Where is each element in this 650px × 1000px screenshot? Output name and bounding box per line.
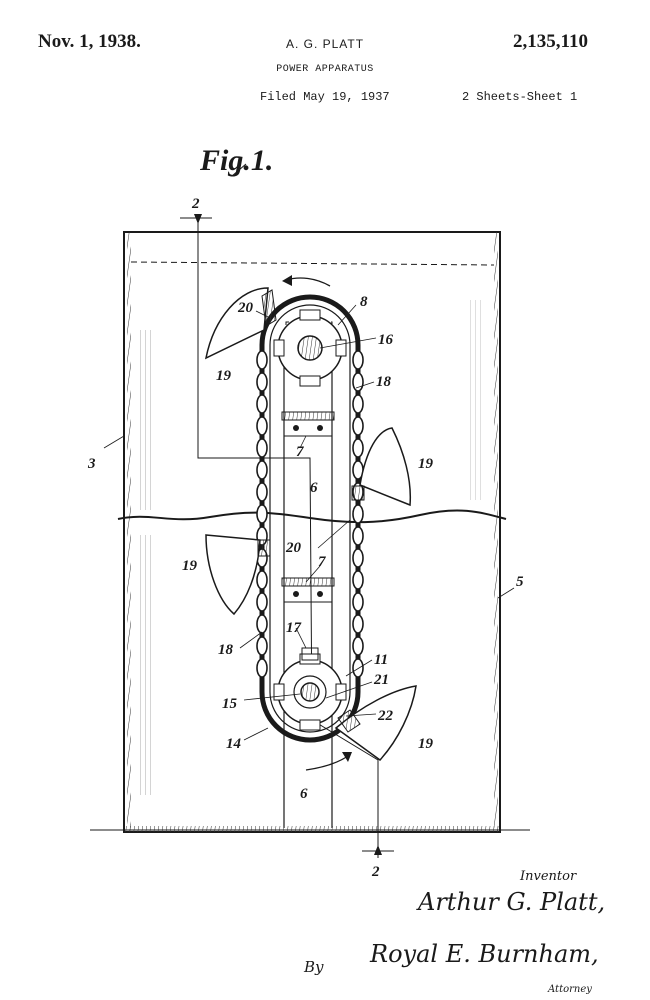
shading-left-upper	[138, 330, 152, 510]
bottom-shaft	[301, 683, 319, 701]
paddle-left-lower-mount	[258, 540, 270, 556]
paddle-right-upper-mount	[352, 486, 364, 500]
arrow-bottom-curve	[306, 756, 348, 770]
chain-link	[257, 659, 267, 677]
section-arrow-top	[194, 214, 202, 224]
crossbar-upper	[282, 412, 334, 420]
inventor-caption: Inventor	[519, 869, 577, 884]
chain-link	[257, 571, 267, 589]
chain-link	[353, 659, 363, 677]
shading-left-lower	[138, 535, 152, 795]
ref-22: 22	[377, 708, 394, 724]
chain-link	[353, 593, 363, 611]
ref-3: 3	[87, 456, 96, 472]
ref-19-right-upper: 19	[418, 456, 434, 472]
by-label: By	[303, 958, 324, 976]
section-label-bottom: 2	[371, 864, 380, 880]
ref-16: 16	[378, 332, 394, 348]
ref-19-left-lower: 19	[182, 558, 198, 574]
arrow-top-head	[282, 275, 292, 286]
center-column	[282, 338, 334, 828]
tank-wall-right	[494, 232, 498, 832]
chain-link	[257, 637, 267, 655]
attorney-signature: Royal E. Burnham,	[369, 940, 599, 968]
chain-link	[257, 483, 267, 501]
bottom-sprocket	[274, 648, 346, 730]
top-shaft	[298, 336, 322, 360]
ref-7-lower: 7	[318, 554, 326, 570]
paddle-right-upper	[360, 428, 410, 505]
break-line	[118, 510, 506, 522]
top-sprocket-tooth-3	[274, 340, 284, 356]
bottom-sprocket-tooth-4	[300, 720, 320, 730]
chain-link	[257, 351, 267, 369]
bolt-lower-1	[293, 591, 299, 597]
chain-link	[257, 373, 267, 391]
chain-link	[353, 527, 363, 545]
chain-link	[353, 439, 363, 457]
top-sprocket-tooth-2	[336, 340, 346, 356]
chain-link	[353, 637, 363, 655]
chain-link	[257, 417, 267, 435]
bolt-lower-2	[317, 591, 323, 597]
ref-5: 5	[516, 574, 524, 590]
inventor-signature: Arthur G. Platt,	[416, 888, 605, 916]
arrow-bottom-head	[342, 752, 352, 762]
chain-link	[257, 505, 267, 523]
chain-link	[353, 373, 363, 391]
ref-20-top: 20	[237, 300, 254, 316]
arrow-top-curve	[286, 278, 330, 286]
ref-6-lower: 6	[300, 786, 308, 802]
bracket-lower	[284, 586, 332, 602]
tank-wall-left	[127, 232, 131, 832]
ref-18-top: 18	[376, 374, 392, 390]
tank-floor	[124, 826, 500, 832]
chain-link	[353, 571, 363, 589]
ref-17: 17	[286, 620, 302, 636]
chain-link	[353, 615, 363, 633]
chain-link	[353, 549, 363, 567]
top-sprocket-tooth-1	[300, 310, 320, 320]
bottom-sprocket-tooth-3	[274, 684, 284, 700]
chain-link	[257, 395, 267, 413]
bottom-sprocket-tooth-2	[336, 684, 346, 700]
paddle-left-lower	[206, 535, 260, 614]
top-sprocket	[274, 310, 346, 386]
leader-20b	[318, 520, 350, 548]
ref-8: 8	[360, 294, 368, 310]
attorney-caption: Attorney	[547, 984, 592, 995]
chain-link	[353, 395, 363, 413]
chain-link	[257, 461, 267, 479]
paddle-top-left	[206, 288, 268, 358]
top-sprocket-tooth-4	[300, 376, 320, 386]
ref-21: 21	[373, 672, 389, 688]
chain-link	[353, 417, 363, 435]
ref-15: 15	[222, 696, 238, 712]
ref-11: 11	[374, 652, 388, 668]
bolt-upper-1	[293, 425, 299, 431]
bolt-upper-2	[317, 425, 323, 431]
chain-link	[353, 351, 363, 369]
ref-19-bottom-right: 19	[418, 736, 434, 752]
leader-14	[244, 728, 268, 740]
leader-3	[104, 436, 124, 448]
ref-19-top-left: 19	[216, 368, 232, 384]
ref-18-bottom: 18	[218, 642, 234, 658]
ref-7-upper: 7	[296, 444, 304, 460]
bracket-upper	[284, 420, 332, 436]
ref-6-upper: 6	[310, 480, 318, 496]
shading-right-upper	[470, 300, 482, 500]
ref-20-middle: 20	[285, 540, 302, 556]
chain-link	[257, 593, 267, 611]
ref-14: 14	[226, 736, 242, 752]
section-arrow-bottom	[374, 845, 382, 855]
water-level-line	[131, 262, 494, 265]
chain-link	[257, 615, 267, 633]
section-label-top: 2	[191, 196, 200, 212]
chain-link	[353, 505, 363, 523]
chain-link	[257, 439, 267, 457]
bottom-sprocket-tooth-1	[300, 654, 320, 664]
